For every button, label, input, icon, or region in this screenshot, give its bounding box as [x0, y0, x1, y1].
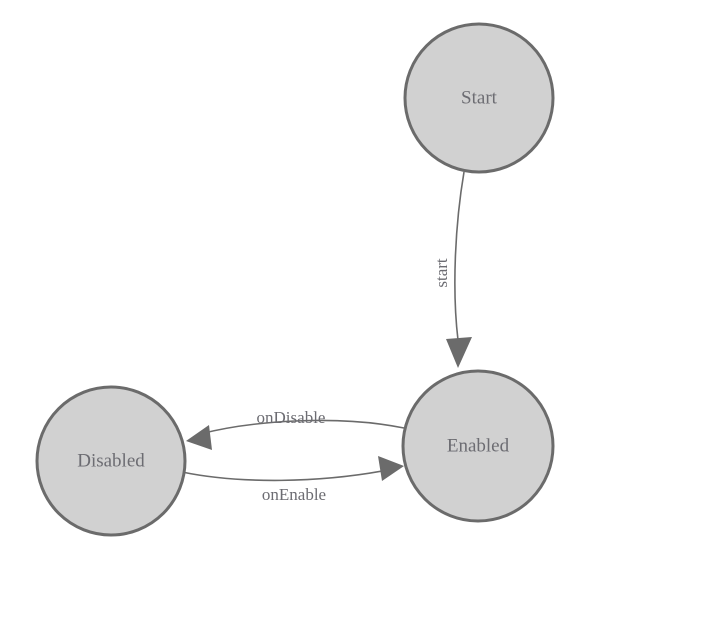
edge-disabled-to-enabled[interactable]: onEnable — [181, 456, 404, 504]
edge-label-ondisable: onDisable — [257, 408, 326, 427]
node-enabled[interactable]: Enabled — [401, 369, 555, 523]
node-circle-disabled — [35, 385, 187, 537]
edge-start-to-enabled[interactable]: start — [432, 171, 472, 368]
edge-label-onenable: onEnable — [262, 485, 326, 504]
arrowhead-into-disabled — [186, 425, 212, 450]
node-circle-enabled — [401, 369, 555, 523]
edge-enabled-to-disabled[interactable]: onDisable — [186, 408, 405, 450]
edge-path-start-to-enabled — [454, 171, 465, 341]
node-label-disabled: Disabled — [77, 450, 145, 471]
node-label-enabled: Enabled — [447, 435, 510, 456]
arrowhead-into-enabled-from-start — [446, 337, 472, 368]
node-start[interactable]: Start — [403, 22, 555, 174]
node-label-start: Start — [461, 87, 498, 108]
edge-label-start: start — [432, 258, 451, 288]
edge-path-disabled-to-enabled — [181, 469, 389, 482]
node-disabled[interactable]: Disabled — [35, 385, 187, 537]
arrowhead-into-enabled-from-disabled — [378, 456, 404, 481]
node-circle-start — [403, 22, 555, 174]
edge-path-enabled-to-disabled — [199, 419, 405, 435]
